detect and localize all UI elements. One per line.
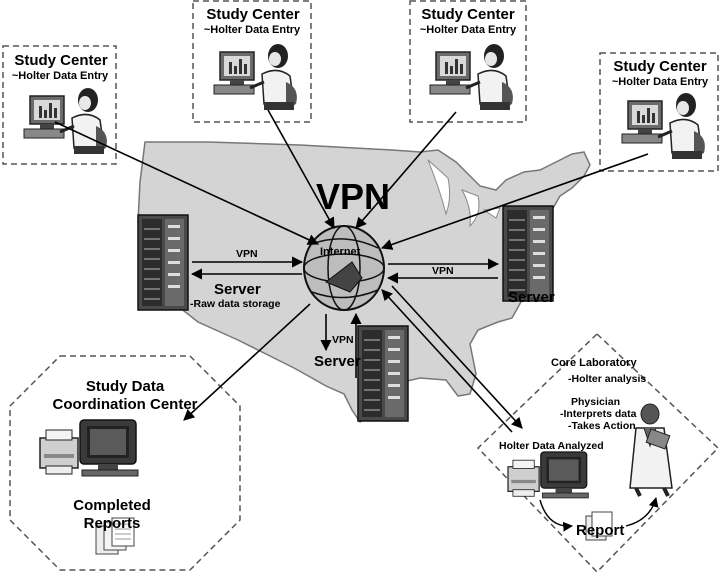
completed-reports-line1: Completed bbox=[73, 497, 151, 514]
report-flow-arrow bbox=[539, 499, 573, 532]
left-server-sublabel: -Raw data storage bbox=[190, 298, 281, 310]
study-center-2-role: ~Holter Data Entry bbox=[203, 24, 301, 36]
completed-reports-icon bbox=[95, 517, 135, 555]
server-rack-icon bbox=[137, 214, 189, 311]
link-arrow bbox=[381, 289, 513, 433]
report-flow-arrow bbox=[625, 497, 659, 527]
study-center-2-title: Study Center bbox=[206, 6, 300, 23]
link-arrow bbox=[355, 111, 457, 229]
physician-action: -Takes Action bbox=[568, 420, 636, 432]
study-center-1-title: Study Center bbox=[14, 52, 108, 69]
server-rack-icon bbox=[357, 325, 409, 422]
left-vpn-label: VPN bbox=[236, 248, 258, 260]
core-lab-subtitle: -Holter analysis bbox=[568, 373, 647, 385]
link-arrow bbox=[267, 109, 335, 229]
study-center-1-role: ~Holter Data Entry bbox=[11, 70, 109, 82]
core-lab-title: Core Laboratory bbox=[551, 357, 637, 369]
report-icon bbox=[585, 511, 613, 541]
study-center-4-title: Study Center bbox=[613, 58, 707, 75]
study-center-4-role: ~Holter Data Entry bbox=[611, 76, 709, 88]
internet-label: Internet bbox=[320, 246, 361, 258]
server-rack-icon bbox=[502, 205, 554, 302]
holter-analyzed-label: Holter Data Analyzed bbox=[499, 440, 604, 452]
bottom-server-label: Server bbox=[314, 353, 361, 370]
left-server-label: Server bbox=[214, 281, 261, 298]
physician-label: Physician bbox=[571, 396, 621, 408]
right-vpn-label: VPN bbox=[432, 265, 454, 277]
right-server-label: Server bbox=[508, 289, 555, 306]
internet-globe-icon bbox=[303, 225, 385, 311]
link-arrow bbox=[183, 303, 311, 421]
coordination-center-title-2: Coordination Center bbox=[52, 396, 198, 413]
physician-icon bbox=[629, 403, 673, 497]
core-lab-diamond bbox=[476, 332, 720, 574]
coordination-center-title-1: Study Data bbox=[85, 378, 165, 395]
study-center-3-role: ~Holter Data Entry bbox=[419, 24, 517, 36]
study-center-3-title: Study Center bbox=[421, 6, 515, 23]
report-label: Report bbox=[576, 522, 625, 539]
link-arrow bbox=[391, 285, 523, 429]
link-arrow bbox=[380, 153, 649, 250]
completed-reports-line2: Reports bbox=[83, 515, 141, 532]
link-arrow bbox=[54, 121, 320, 245]
vpn-title: VPN bbox=[316, 176, 391, 217]
bottom-vpn-label: VPN bbox=[332, 334, 354, 346]
physician-interprets: -Interprets data bbox=[560, 408, 637, 420]
